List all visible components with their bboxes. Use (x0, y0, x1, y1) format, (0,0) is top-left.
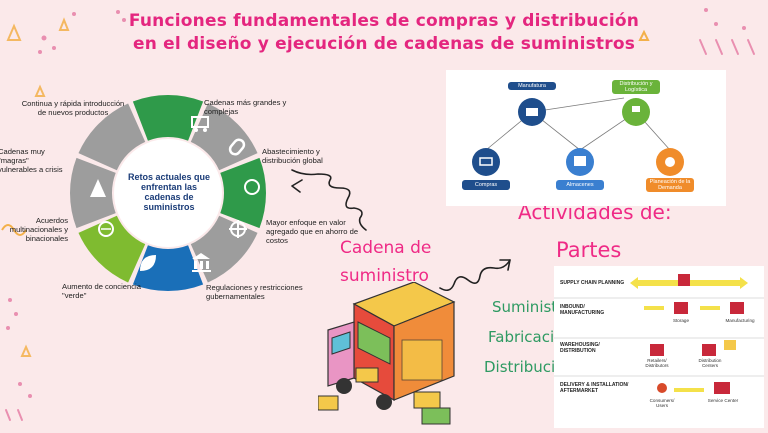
wheel-center-text: Retos actuales que enfrentan las cadenas… (127, 172, 211, 212)
flow-shapes (554, 274, 764, 394)
wheel-label-6: Aumento de conciencia "verde" (62, 282, 141, 300)
cart-icon (472, 148, 500, 176)
label-distribution: Distribution Centers (698, 358, 722, 368)
supply-flow-diagram: SUPPLY CHAIN PLANNING INBOUND/ MANUFACTU… (554, 266, 764, 428)
label-retailers: Retailers/ Distributors (645, 358, 669, 368)
storage-icon (674, 302, 688, 314)
row-warehousing: WAREHOUSING/ DISTRIBUTION (560, 342, 600, 354)
label-storage: Storage (672, 318, 690, 323)
wheel-segment (220, 157, 266, 229)
node-planeacion: Planeación de la Demanda (646, 178, 694, 192)
distribution-icon (702, 344, 716, 356)
service-icon (714, 382, 730, 394)
wheel-label-8: Cadenas muy "magras" vulnerables a crisi… (0, 147, 63, 174)
item-suministro: Suministro (492, 298, 573, 316)
challenges-wheel (70, 95, 266, 291)
truck-illustration (318, 282, 456, 425)
diagram-connectors (472, 97, 684, 176)
partes-heading: Partes (556, 238, 622, 262)
world-icon (98, 221, 114, 237)
wheel-segment (78, 215, 146, 283)
wheel-label-1: Continua y rápida introducción de nuevos… (21, 99, 125, 117)
row-inbound: INBOUND/ MANUFACTURING (560, 304, 605, 316)
wheel-label-5: Regulaciones y restricciones gubernament… (206, 283, 303, 301)
label-service: Service Center (707, 398, 739, 403)
wheel-label-7: Acuerdos multinacionales y binacionales (9, 216, 68, 243)
wheel-segment (132, 95, 204, 141)
consumers-icon (657, 383, 667, 393)
page-title: Funciones fundamentales de compras y dis… (0, 10, 768, 56)
cone-icon (90, 179, 106, 197)
globe-icon (244, 179, 260, 195)
item-distribucion: Distribucion (484, 358, 574, 376)
cart-icon (191, 116, 209, 132)
node-manufatura: Manufatura (508, 82, 556, 90)
cadena-line-1: Cadena de (340, 238, 432, 258)
retailer-icon (650, 344, 664, 356)
node-distribucion: Distribución y Logística (612, 80, 660, 94)
wheel-label-4: Mayor enfoque en valor agregado que en a… (266, 218, 359, 245)
wheel-label-2: Cadenas más grandes y complejas (204, 98, 287, 116)
leaf-icon (140, 255, 156, 271)
bank-icon (192, 253, 211, 272)
label-consumers: Consumers/ Users (649, 398, 675, 408)
row-planning: SUPPLY CHAIN PLANNING (560, 280, 625, 286)
title-line-2: en el diseño y ejecución de cadenas de s… (132, 34, 636, 54)
node-compras: Compras (462, 180, 510, 190)
factory-icon (730, 302, 744, 314)
item-fabricacion: Fabricacion (488, 328, 573, 346)
label-manufacturing: Manufacturing (725, 318, 755, 323)
link-icon (228, 138, 246, 156)
process-diagram: Manufatura Distribución y Logística Comp… (446, 70, 726, 206)
target-icon (229, 220, 247, 238)
row-delivery: DELIVERY & INSTALLATION/ AFTERMARKET (560, 382, 629, 394)
cadena-line-2: suministro (340, 266, 429, 286)
wheel-segment (78, 103, 146, 171)
wheel-label-3: Abastecimiento y distribución global (262, 147, 323, 165)
node-almacenes: Almacenes (556, 180, 604, 190)
title-line-1: Funciones fundamentales de compras y dis… (128, 11, 640, 31)
